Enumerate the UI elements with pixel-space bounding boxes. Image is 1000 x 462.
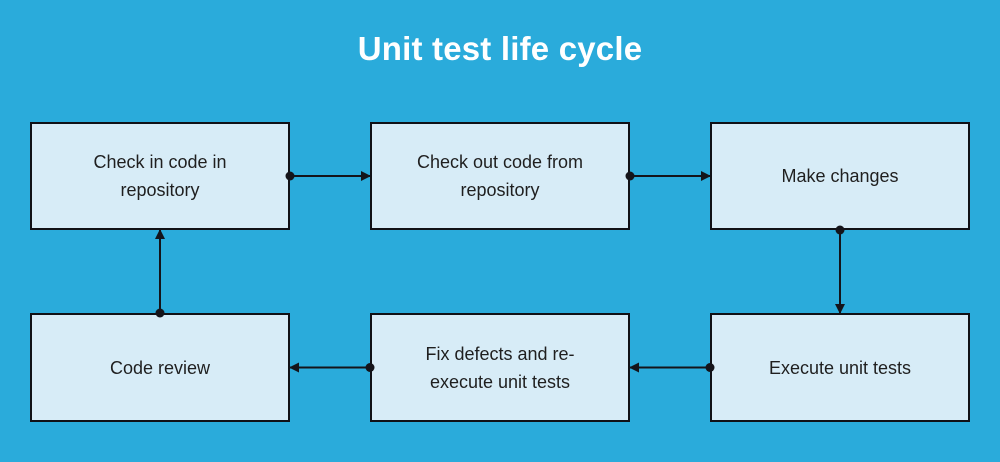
node-fix-defects: Fix defects and re-execute unit tests xyxy=(370,313,630,422)
node-label: Code review xyxy=(109,357,211,378)
edge-check-out-code-to-make-changes xyxy=(625,171,711,181)
edge-fix-defects-to-code-review xyxy=(289,362,375,373)
edge-make-changes-to-execute-unit-tests xyxy=(835,225,845,314)
node-make-changes: Make changes xyxy=(710,122,970,230)
diagram-title: Unit test life cycle xyxy=(357,30,643,67)
node-execute-unit-tests: Execute unit tests xyxy=(710,313,970,422)
edge-code-review-to-check-in-code xyxy=(155,229,165,318)
node-label: Fix defects and re-execute unit tests xyxy=(425,343,575,392)
edge-execute-unit-tests-to-fix-defects xyxy=(629,362,715,373)
node-label: Make changes xyxy=(781,166,899,186)
edge-check-in-code-to-check-out-code xyxy=(285,171,371,181)
node-code-review: Code review xyxy=(30,313,290,422)
node-label: Execute unit tests xyxy=(768,357,912,378)
